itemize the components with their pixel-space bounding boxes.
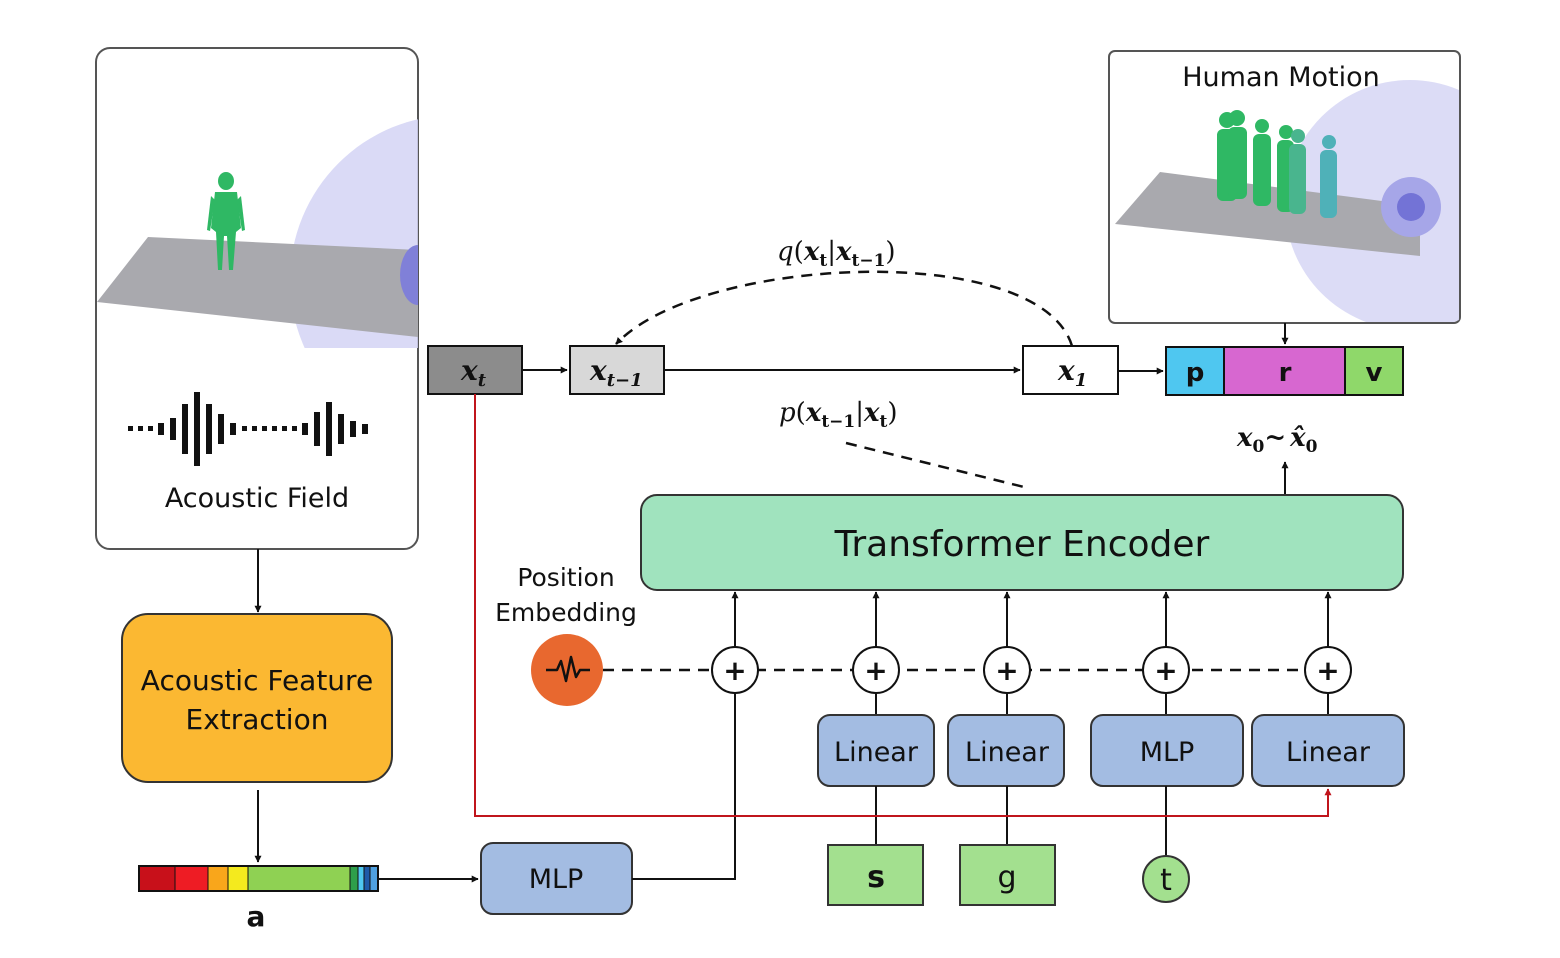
plus-node-1: + xyxy=(711,646,759,694)
transformer-encoder-block: Transformer Encoder xyxy=(640,494,1404,591)
forward-process-arc xyxy=(615,270,1074,347)
motion-figures xyxy=(1217,110,1337,218)
vector-a-label: a xyxy=(247,900,266,933)
svg-text:g: g xyxy=(997,860,1016,895)
svg-text:xt: xt xyxy=(460,354,487,391)
extraction-label-line1: Acoustic Feature xyxy=(141,664,373,697)
position-embedding-label-line1: Position xyxy=(517,563,614,592)
position-embedding-icon xyxy=(531,634,603,706)
plus-node-2: + xyxy=(852,646,900,694)
xt-to-linear-red-line xyxy=(474,394,1332,817)
mlp-audio-block: MLP xyxy=(480,842,633,915)
acoustic-scene-image xyxy=(97,119,418,348)
input-g: g xyxy=(959,844,1056,906)
plus-node-3: + xyxy=(983,646,1031,694)
mlp-t-block: MLP xyxy=(1090,714,1244,787)
svg-text:s: s xyxy=(867,860,885,895)
position-embedding-label-line2: Embedding xyxy=(495,598,637,627)
svg-text:Linear: Linear xyxy=(965,737,1050,768)
state-x1: x1 xyxy=(1022,345,1119,395)
human-motion-label: Human Motion xyxy=(1182,62,1380,93)
linear-g-block: Linear xyxy=(947,714,1065,787)
human-figure xyxy=(207,172,245,270)
mlp-audio-label: MLP xyxy=(529,864,584,895)
input-s: s xyxy=(827,844,924,906)
reverse-equation: p(xt−1|xt) xyxy=(779,398,898,432)
human-motion-panel: Human Motion xyxy=(1108,50,1461,324)
svg-text:Linear: Linear xyxy=(834,737,919,768)
motion-v-label: v xyxy=(1366,358,1383,388)
forward-equation: q(xt|xt−1) xyxy=(777,237,896,271)
svg-text:Linear: Linear xyxy=(1286,737,1371,768)
linear-x-block: Linear xyxy=(1251,714,1405,787)
extraction-label-line2: Extraction xyxy=(186,703,329,736)
svg-text:+: + xyxy=(1316,654,1339,687)
transformer-encoder-label: Transformer Encoder xyxy=(834,524,1210,565)
line-mlp-to-plus xyxy=(632,693,736,880)
plus-node-4: + xyxy=(1142,646,1190,694)
acoustic-field-label: Acoustic Field xyxy=(165,483,349,514)
svg-text:+: + xyxy=(1154,654,1177,687)
motion-r-label: r xyxy=(1279,358,1292,388)
svg-text:+: + xyxy=(995,654,1018,687)
state-xt: xt xyxy=(427,345,523,395)
motion-p-label: p xyxy=(1186,358,1205,388)
svg-text:+: + xyxy=(723,654,746,687)
motion-scene-image xyxy=(1115,80,1459,322)
svg-text:+: + xyxy=(864,654,887,687)
motion-vector: p r v xyxy=(1165,346,1404,396)
plus-node-5: + xyxy=(1304,646,1352,694)
svg-text:t: t xyxy=(1160,863,1172,898)
acoustic-feature-vector xyxy=(138,865,379,892)
svg-text:MLP: MLP xyxy=(1140,737,1195,768)
acoustic-feature-extraction-block: Acoustic Feature Extraction xyxy=(121,613,393,783)
acoustic-field-panel: Acoustic Field xyxy=(95,47,419,550)
output-equation: x0~x̂0 xyxy=(1236,423,1318,457)
input-t: t xyxy=(1142,855,1190,903)
svg-text:x1: x1 xyxy=(1057,354,1087,391)
waveform-icon xyxy=(128,392,368,466)
state-xt-minus-1: xt−1 xyxy=(569,345,665,395)
svg-text:xt−1: xt−1 xyxy=(589,354,643,391)
linear-s-block: Linear xyxy=(817,714,935,787)
reverse-process-link xyxy=(845,441,1025,489)
